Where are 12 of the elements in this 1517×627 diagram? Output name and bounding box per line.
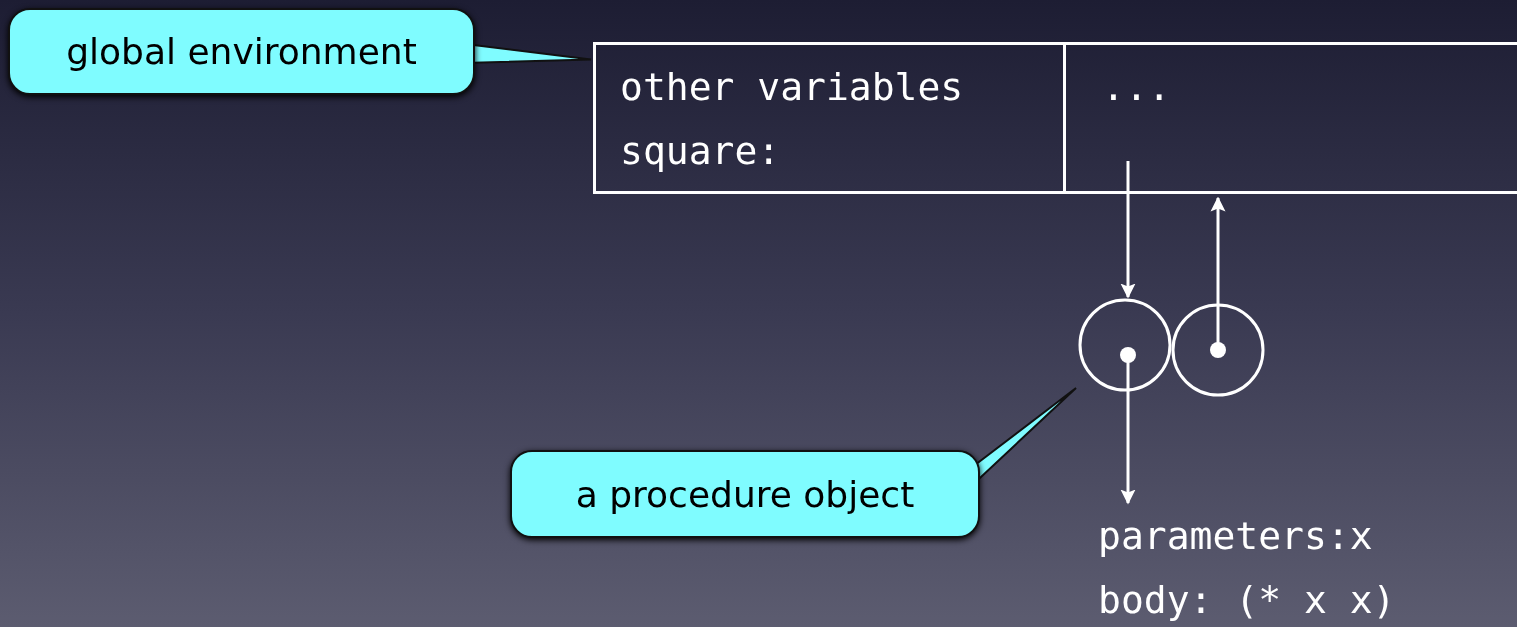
variable-text: other variables [620,64,965,111]
callout-text: a procedure object [575,473,915,515]
environment-frame [593,42,1517,194]
code-text: parameters:x [1098,513,1374,560]
arrow [1120,161,1136,299]
variable-text: ... [1102,64,1172,111]
code-text: body: (* x x) [1098,577,1397,624]
pair-circle [1078,298,1172,392]
pair-circle [1171,303,1265,397]
callout-text: global environment [66,31,417,72]
variable-text: square: [620,128,782,175]
callout-bubble [8,8,475,95]
